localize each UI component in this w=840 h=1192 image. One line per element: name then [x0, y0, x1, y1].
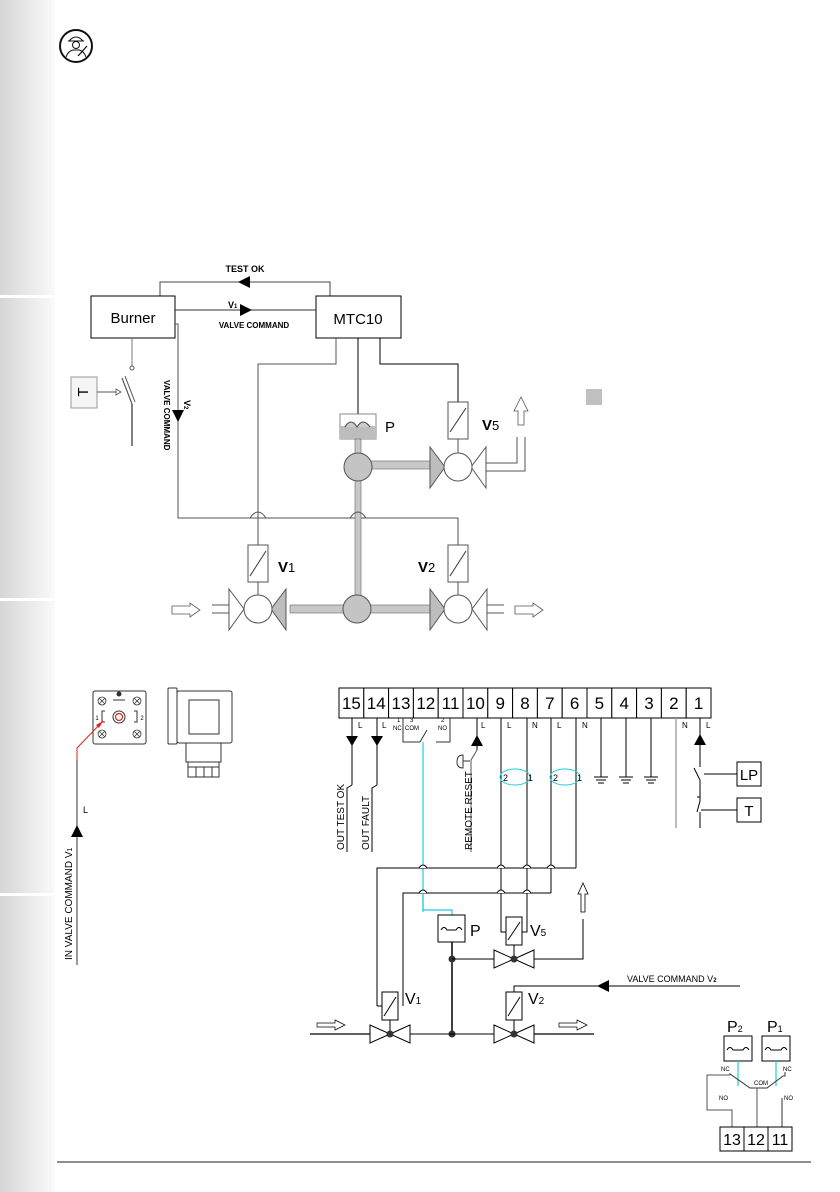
pressure-terminal-block: 13 12 11: [720, 1127, 792, 1151]
terminal-number: 4: [619, 694, 628, 713]
no-right-label: NO: [784, 1096, 793, 1102]
v1-label: V1: [278, 559, 295, 576]
pressure-label: P: [470, 923, 481, 940]
arrow-icon: [238, 276, 250, 288]
terminal-number: 15: [342, 694, 361, 713]
vent-arrow-icon: [578, 883, 588, 912]
terminal-number: 2: [669, 694, 678, 713]
remote-reset-label: REMOTE RESET: [464, 771, 475, 850]
terminal-sub-label: NC: [393, 726, 402, 732]
terminal-sub-label: L: [358, 721, 363, 730]
terminal-number: 7: [545, 694, 554, 713]
terminal-number: 12: [416, 694, 435, 713]
terminal-number: 5: [595, 694, 604, 713]
nc-right-label: NC: [783, 1067, 792, 1073]
terminal-number: 10: [466, 694, 485, 713]
terminal-number: 11: [772, 1132, 789, 1149]
terminal-number: 8: [520, 694, 529, 713]
test-ok-label: TEST OK: [225, 264, 265, 274]
terminal-number: 14: [367, 694, 386, 713]
coil-pin-label: 2: [553, 773, 558, 783]
wire-label: L: [83, 805, 88, 815]
arrow-icon: [71, 825, 83, 837]
terminal-sub-label: N: [682, 721, 688, 730]
arrow-icon: [172, 410, 184, 422]
thermostat-label: T: [744, 803, 753, 820]
pressure-switch-wiring: P2 P1 NC NC COM NO NO 13 12 11: [707, 1019, 793, 1151]
controller-label: MTC10: [333, 311, 382, 328]
valve-command-v2-label: VALVE COMMAND V2: [627, 974, 717, 984]
terminal-sub-label: L: [557, 721, 562, 730]
terminal-number: 1: [694, 694, 703, 713]
flow-in-arrow-icon: [172, 603, 200, 617]
out-test-ok-label: OUT TEST OK: [336, 784, 347, 850]
coil-pin-label: 1: [577, 773, 582, 783]
terminal-sub-label: NO: [438, 726, 447, 732]
v5-label: V5: [530, 923, 547, 940]
flow-out-arrow-icon: [515, 603, 543, 617]
p1-label: P1: [767, 1019, 783, 1036]
terminal-sub-label: L: [481, 721, 486, 730]
terminal-number: 9: [495, 694, 504, 713]
terminal-sub-label: N: [582, 721, 588, 730]
flow-in-arrow-icon: [317, 1020, 345, 1030]
terminal-number: 12: [747, 1132, 765, 1149]
pressure-label: P: [385, 419, 395, 436]
terminal-number: 3: [644, 694, 653, 713]
terminal-number: 6: [570, 694, 579, 713]
p2-label: P2: [727, 1019, 743, 1036]
terminal-sub-label: 3: [410, 718, 414, 724]
bottom-gas-train: P V5 V1 VALVE COMMAND V2: [310, 865, 740, 1043]
terminal-sub-label: N: [532, 721, 538, 730]
terminal-sub-label: 2: [441, 718, 445, 724]
arrow-icon: [240, 304, 252, 316]
terminal-number: 13: [723, 1132, 741, 1149]
coil-pin-label: 2: [503, 773, 508, 783]
v2-label: V2: [418, 559, 435, 576]
terminal-sub-label: L: [382, 721, 387, 730]
ground-pin-icon: [117, 692, 122, 697]
terminal-sub-label: L: [507, 721, 512, 730]
legend-swatch: [586, 389, 602, 405]
terminal-number: 11: [442, 694, 460, 713]
terminal-wiring: L L 1 NC 3 COM 2 NO L L N L N N L OUT TE…: [336, 718, 761, 928]
out-fault-label: OUT FAULT: [361, 796, 372, 850]
limit-label: LP: [740, 767, 758, 784]
v5-label: V5: [482, 417, 499, 434]
valve-command-vertical-label: VALVE COMMAND: [162, 380, 171, 451]
valve-command-label: VALVE COMMAND: [219, 321, 290, 330]
v2-signal-label: V2: [182, 400, 192, 410]
top-block-diagram: TEST OK Burner MTC10 V1 VALVE COMMAND VA…: [71, 264, 602, 630]
burner-label: Burner: [110, 310, 155, 327]
technician-icon: [60, 30, 92, 62]
v1-signal-label: V1: [228, 300, 238, 310]
input-command-label: IN VALVE COMMAND V1: [64, 847, 75, 960]
v1-label: V1: [405, 991, 422, 1008]
no-left-label: NO: [719, 1096, 728, 1102]
valve-connector: 1 2 L IN VALVE COMMAND V1: [64, 688, 232, 965]
com-label: COM: [754, 1081, 768, 1087]
terminal-number: 13: [392, 694, 411, 713]
nc-left-label: NC: [721, 1067, 730, 1073]
ground-symbols: [594, 718, 658, 783]
terminal-sub-label: COM: [405, 726, 419, 732]
terminal-sub-label: 1: [397, 718, 401, 724]
terminal-sub-label: L: [706, 721, 711, 730]
thermostat-label: T: [75, 387, 92, 396]
vent-arrow-icon: [514, 397, 528, 425]
coil-pin-label: 1: [528, 773, 533, 783]
flow-out-arrow-icon: [559, 1020, 587, 1030]
v2-label: V2: [528, 991, 545, 1008]
